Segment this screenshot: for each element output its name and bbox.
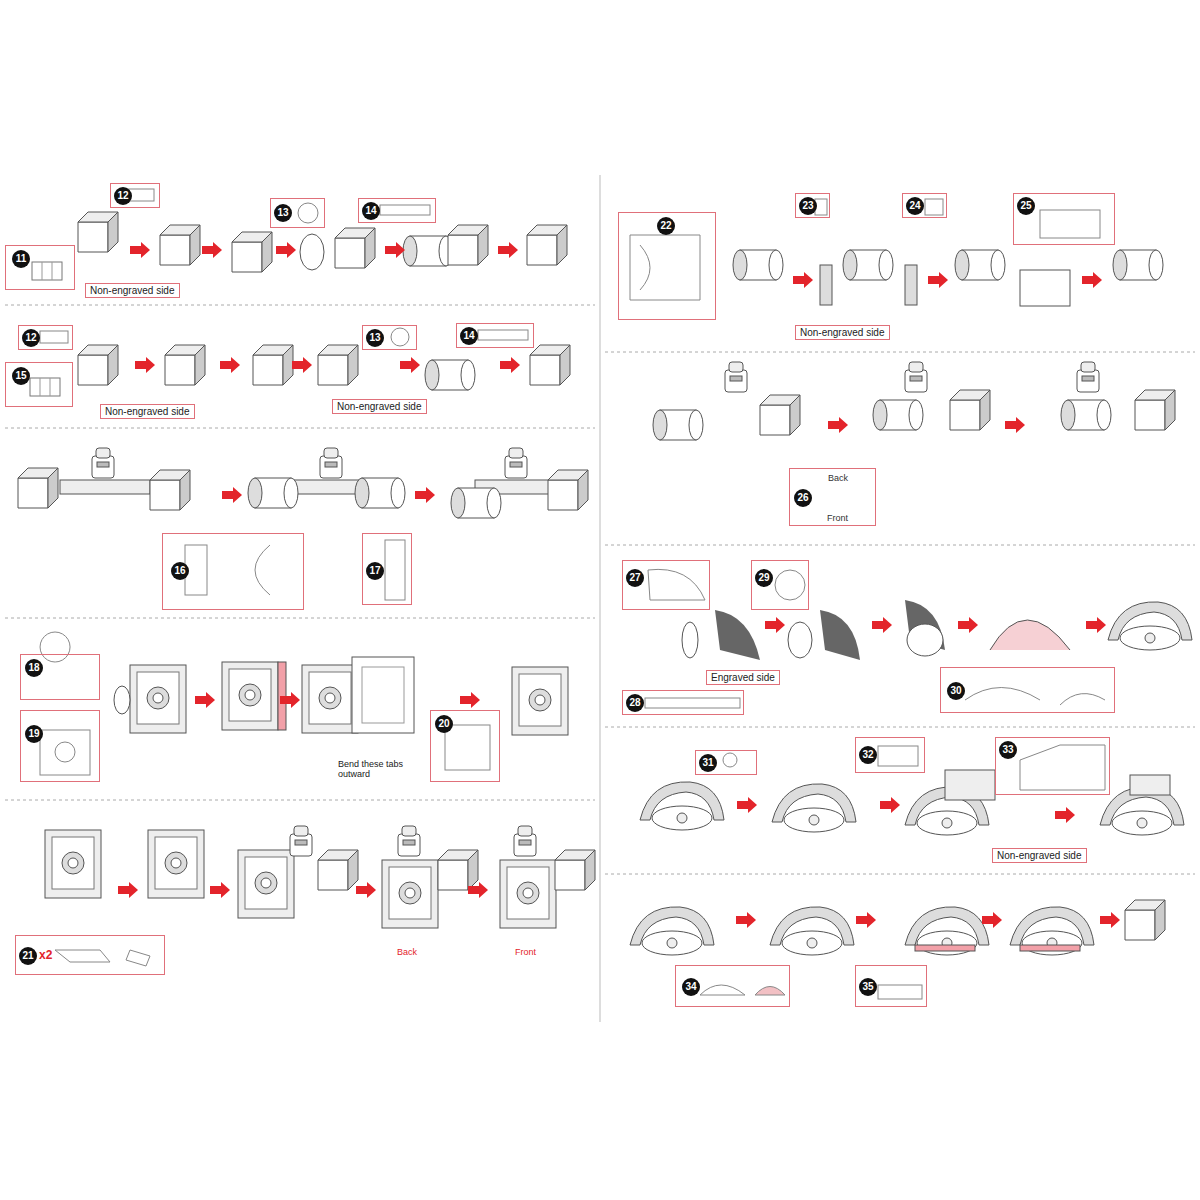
part-callout-box: 26 BackFront (789, 468, 876, 526)
part-callout-box: 21x2 (15, 935, 165, 975)
callout-number: 19 (25, 725, 43, 743)
callout-number: 30 (947, 682, 965, 700)
side-note-text: Non-engraved side (90, 285, 175, 296)
part-callout-box: 24 (902, 193, 947, 218)
side-note-text: Non-engraved side (800, 327, 885, 338)
callout-number: 25 (1017, 197, 1035, 215)
callout-number: 12 (22, 329, 40, 347)
callout-number: 12 (114, 187, 132, 205)
callout-number: 35 (859, 978, 877, 996)
callout-number: 24 (906, 197, 924, 215)
callout-number: 27 (626, 569, 644, 587)
side-note: Non-engraved side (100, 404, 195, 419)
part-callout-box: 25 (1013, 193, 1115, 245)
callout-number: 32 (859, 746, 877, 764)
part-callout-box: 22 (618, 212, 716, 320)
part-callout-box: 31 (695, 750, 757, 775)
callout-number: 11 (12, 250, 30, 268)
part-callout-box: 19 (20, 710, 100, 782)
part-callout-box: 17 (362, 533, 412, 605)
part-callout-box: 13 (362, 325, 417, 350)
part-callout-box: 28 (622, 690, 744, 715)
callout-number: 31 (699, 754, 717, 772)
callout-number: 23 (799, 197, 817, 215)
part-callout-box: 18 (20, 654, 100, 700)
part-callout-box: 16 (162, 533, 304, 610)
side-note: Engraved side (706, 670, 780, 685)
callout-number: 21 (19, 947, 37, 965)
step-label: Front (515, 947, 536, 957)
part-callout-box: 30 (940, 667, 1115, 713)
part-callout-box: 32 (855, 737, 925, 773)
callout-number: 22 (657, 217, 675, 235)
side-note-text: Non-engraved side (337, 401, 422, 412)
orientation-label: Back (828, 473, 848, 483)
part-callout-box: 14 (358, 198, 436, 223)
part-callout-box: 34 (675, 965, 790, 1007)
callout-number: 14 (362, 202, 380, 220)
part-callout-box: 15 (5, 362, 73, 407)
callout-number: 18 (25, 659, 43, 677)
part-callout-box: 11 (5, 245, 75, 290)
callout-number: 33 (999, 741, 1017, 759)
callout-number: 16 (171, 562, 189, 580)
callout-number: 13 (274, 204, 292, 222)
part-callout-box: 33 (995, 737, 1110, 795)
side-note: Non-engraved side (85, 283, 180, 298)
step-label: Bend these tabs outward (338, 759, 418, 779)
callout-number: 34 (682, 978, 700, 996)
part-callout-box: 35 (855, 965, 927, 1007)
callout-number: 13 (366, 329, 384, 347)
quantity-mark: x2 (39, 948, 52, 962)
callout-number: 14 (460, 327, 478, 345)
part-callout-box: 29 (751, 560, 809, 610)
part-callout-box: 12 (18, 325, 73, 350)
side-note: Non-engraved side (332, 399, 427, 414)
callout-number: 26 (794, 489, 812, 507)
part-callout-box: 12 (110, 183, 160, 208)
orientation-label: Front (827, 513, 848, 523)
side-note-text: Engraved side (711, 672, 775, 683)
callout-number: 29 (755, 569, 773, 587)
callout-number: 28 (626, 694, 644, 712)
side-note: Non-engraved side (992, 848, 1087, 863)
part-callout-box: 20 (430, 710, 500, 782)
part-callout-box: 27 (622, 560, 710, 610)
side-note: Non-engraved side (795, 325, 890, 340)
part-callout-box: 14 (456, 323, 534, 348)
callout-number: 15 (12, 367, 30, 385)
callout-number: 20 (435, 715, 453, 733)
part-callout-box: 13 (270, 198, 325, 228)
part-callout-box: 23 (795, 193, 830, 218)
callout-number: 17 (366, 562, 384, 580)
step-label: Back (397, 947, 417, 957)
side-note-text: Non-engraved side (997, 850, 1082, 861)
side-note-text: Non-engraved side (105, 406, 190, 417)
